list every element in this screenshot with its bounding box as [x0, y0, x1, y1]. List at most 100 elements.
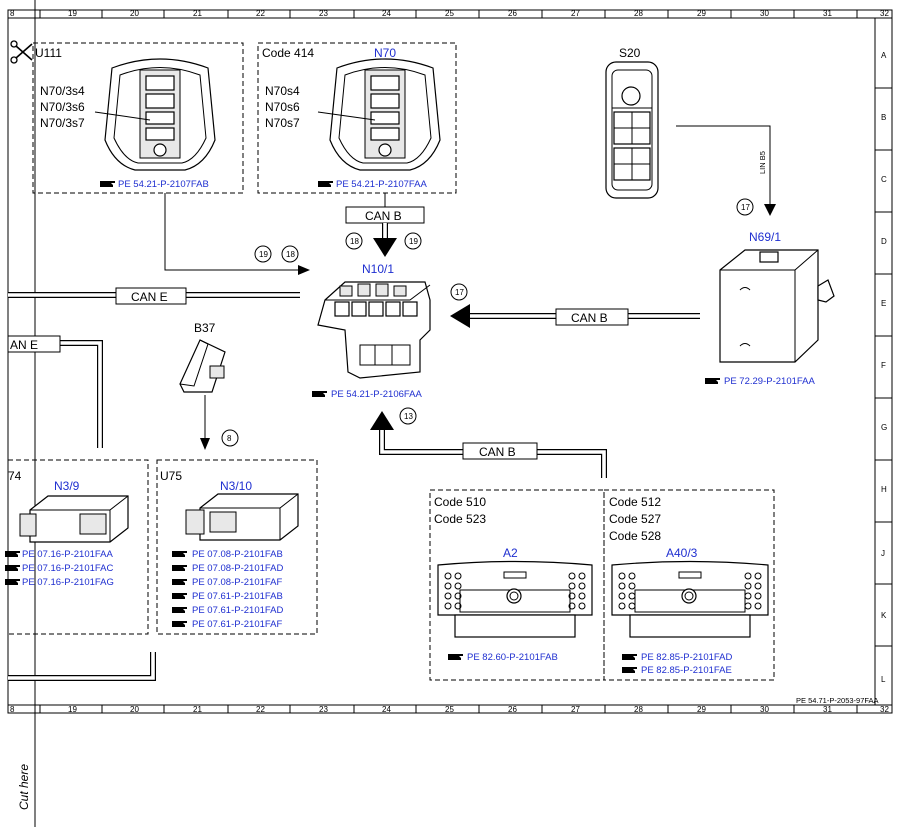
bottom-bus [8, 652, 156, 681]
drawing-frame [7, 0, 893, 827]
u111-group: U111 N70/3s4 N70/3s6 N70/3s7 PE 54.21-P-… [32, 42, 244, 194]
col-label: 28 [634, 705, 643, 714]
row-label: C [881, 175, 887, 184]
head-unit-a40-3 [611, 560, 769, 638]
u75-group: U75 N3/10 PE 07.08-P-2101FAB PE 07.08-P-… [156, 459, 318, 635]
n10-1-group: N10/1 PE 54.21-P-2106FAA [312, 262, 431, 400]
col-label: 26 [508, 705, 517, 714]
s20-id: S20 [619, 46, 641, 60]
u75-sub-id: N3/10 [220, 479, 252, 493]
n70-group: Code 414 N70 N70s4 N70s6 N70s7 PE 54.21-… [257, 42, 457, 194]
col-label: 8 [10, 9, 15, 18]
hand-pointer-icon [5, 565, 20, 571]
col-label: 31 [823, 9, 832, 18]
hand-pointer-icon [622, 654, 637, 660]
hand-pointer-icon [705, 378, 720, 384]
can-e-label: CAN E [131, 290, 168, 304]
overhead-control-panel-u111 [94, 58, 216, 171]
can-e-partial-label: AN E [10, 338, 38, 352]
hand-pointer-icon [622, 667, 637, 673]
col-label: 25 [445, 9, 454, 18]
u75-ref-6: PE 07.61-P-2101FAF [192, 619, 282, 630]
hand-pointer-icon [172, 565, 187, 571]
u75-id: U75 [160, 469, 182, 483]
a40-3-code-1: Code 512 [609, 495, 661, 509]
overhead-control-panel-n70 [317, 58, 441, 171]
col-label: 30 [760, 9, 769, 18]
u75-ref-2: PE 07.08-P-2101FAD [192, 563, 283, 574]
a2-code-2: Code 523 [434, 512, 486, 526]
can-b-bottom-label: CAN B [479, 445, 516, 459]
radio-unit-a2 [437, 560, 593, 638]
row-label: J [881, 549, 885, 558]
can-b-right-bus: CAN B 17 [450, 283, 700, 328]
col-label: 8 [10, 705, 15, 714]
row-label: B [881, 113, 886, 122]
can-b-bottom-bus: CAN B 13 [370, 407, 607, 478]
col-label: 24 [382, 705, 391, 714]
n70-ref: PE 54.21-P-2107FAA [336, 179, 427, 190]
n3-9-ref-2: PE 07.16-P-2101FAC [22, 563, 113, 574]
switch-panel-s20 [605, 61, 659, 199]
u111-label-2: N70/3s6 [40, 100, 85, 114]
col-label: 21 [193, 9, 202, 18]
col-label: 20 [130, 9, 139, 18]
col-label: 25 [445, 705, 454, 714]
n70-label-3: N70s7 [265, 116, 300, 130]
n69-1-ref: PE 72.29-P-2101FAA [724, 376, 815, 387]
u75-ref-5: PE 07.61-P-2101FAD [192, 605, 283, 616]
col-label: 23 [319, 9, 328, 18]
col-label: 27 [571, 9, 580, 18]
col-label: 26 [508, 9, 517, 18]
n3-9-id: N3/9 [54, 479, 80, 493]
n70-label-2: N70s6 [265, 100, 300, 114]
signal-18: 18 [286, 250, 295, 259]
a40-3-id: A40/3 [666, 546, 698, 560]
can-b-top-label: CAN B [365, 209, 402, 223]
sam-control-unit-n10-1 [317, 281, 431, 379]
signal-19: 19 [259, 250, 268, 259]
n10-1-ref: PE 54.21-P-2106FAA [331, 389, 422, 400]
row-label: E [881, 299, 886, 308]
lin-label: LIN B5 [758, 151, 767, 174]
row-label: G [881, 423, 887, 432]
a40-3-ref-1: PE 82.85-P-2101FAD [641, 652, 732, 663]
row-label: F [881, 361, 886, 370]
u75-ref-4: PE 07.61-P-2101FAB [192, 591, 283, 602]
n70-code: Code 414 [262, 46, 314, 60]
n69-1-group: N69/1 PE 72.29-P-2101FAA [705, 230, 835, 387]
n3-9-partial-id: 74 [8, 469, 22, 483]
a40-3-code-2: Code 527 [609, 512, 661, 526]
signal-19: 19 [409, 237, 418, 246]
col-label: 29 [697, 9, 706, 18]
engine-control-unit-n3-10 [185, 493, 299, 541]
row-label: K [881, 611, 887, 620]
u111-label-1: N70/3s4 [40, 84, 85, 98]
s20-group: S20 [605, 46, 659, 199]
signal-8: 8 [227, 434, 232, 443]
u111-ref: PE 54.21-P-2107FAB [118, 179, 209, 190]
col-label: 32 [880, 9, 889, 18]
row-label: A [881, 51, 887, 60]
a2-id: A2 [503, 546, 518, 560]
can-b-right-label: CAN B [571, 311, 608, 325]
lin-wire: LIN B5 17 [676, 125, 776, 216]
can-e-partial-bus: AN E [7, 335, 103, 448]
hand-pointer-icon [448, 654, 463, 660]
col-label: 20 [130, 705, 139, 714]
hand-pointer-icon [172, 579, 187, 585]
hand-pointer-icon [318, 181, 333, 187]
engine-control-unit-n3-9 [19, 495, 129, 543]
u75-ref-3: PE 07.08-P-2101FAF [192, 577, 282, 588]
document-number: PE 54.71-P-2053-97FAA [796, 696, 879, 705]
hand-pointer-icon [5, 579, 20, 585]
u111-wire: 19 18 [164, 193, 310, 275]
u111-label-3: N70/3s7 [40, 116, 85, 130]
column-ticks-bottom: 8 19 20 21 22 23 24 25 26 27 28 29 30 31… [10, 705, 889, 714]
can-e-bus: CAN E [8, 287, 300, 305]
column-ticks-top: 8 19 20 21 22 23 24 25 26 27 28 29 30 31… [10, 9, 889, 18]
cut-here-label: Cut here [17, 764, 31, 810]
hand-pointer-icon [5, 551, 20, 557]
col-label: 28 [634, 9, 643, 18]
